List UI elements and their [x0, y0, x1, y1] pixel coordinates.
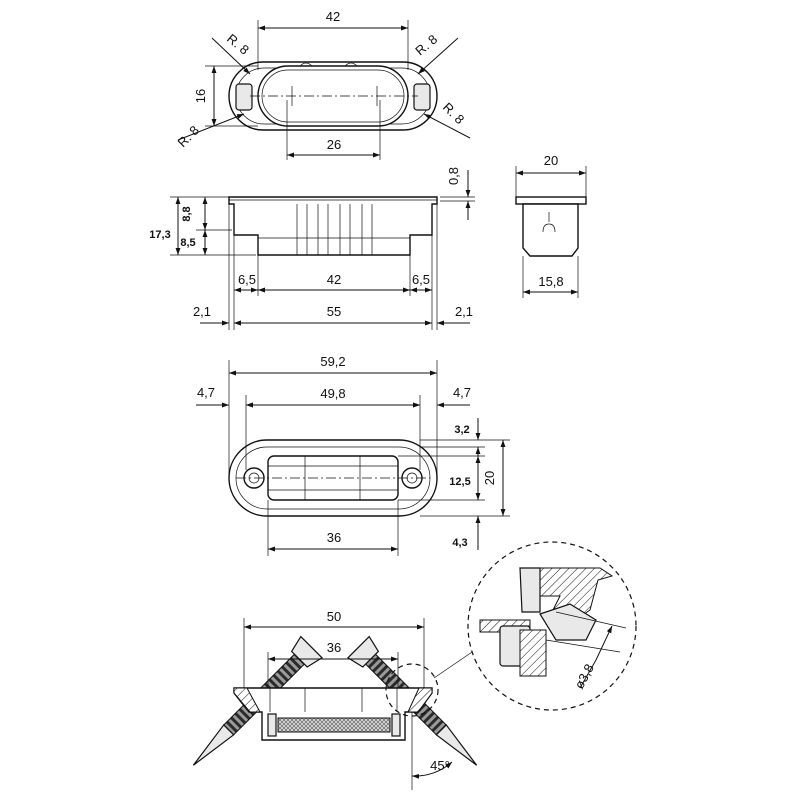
side-total-height-label: 17,3	[149, 229, 170, 241]
plate-left-label: 4,7	[197, 385, 215, 400]
plate-right-label: 4,7	[453, 385, 471, 400]
side-left-lip-label: 2,1	[193, 304, 211, 319]
side-right-flange-label: 6,5	[412, 272, 430, 287]
side-overall-label: 55	[327, 304, 341, 319]
radius-label-bottom-left: R. 8	[175, 123, 202, 150]
side-lower-label: 8,5	[180, 237, 195, 249]
front-elevation: 17,3 8,8 8,5 0,8 6,5 42 6,5 2,1 55 2,1	[149, 167, 475, 330]
side-body-label: 42	[327, 272, 341, 287]
top-inner-label: 26	[327, 137, 341, 152]
detail-view: ø3,8	[467, 541, 637, 711]
end-view-flange	[515, 196, 587, 205]
installation-section: 50 36 45°	[192, 609, 479, 790]
strike-plate-view: 59,2 4,7 49,8 4,7 3,2 12,5 20 4,3 36	[196, 354, 510, 556]
plate-top-gap-label: 3,2	[454, 424, 469, 436]
magnet-insert	[277, 717, 391, 733]
screw-angle-label: 45°	[430, 758, 450, 773]
install-width-label: 50	[327, 609, 341, 624]
thickness-label: 0,8	[446, 167, 461, 185]
side-upper-label: 8,8	[181, 206, 193, 221]
side-left-flange-label: 6,5	[238, 272, 256, 287]
radius-label-top-right: R. 8	[412, 31, 440, 58]
install-inner-label: 36	[327, 640, 341, 655]
top-height-label: 16	[193, 89, 208, 103]
radius-label-bottom-right: R. 8	[440, 100, 467, 127]
top-view: 42 16 26 R. 8 R. 8 R. 8 R. 8	[175, 9, 471, 160]
plate-inner-label: 36	[327, 530, 341, 545]
side-right-lip-label: 2,1	[455, 304, 473, 319]
top-width-label: 42	[326, 9, 340, 24]
plate-height-label: 20	[482, 471, 497, 485]
end-inner-label: 15,8	[538, 274, 563, 289]
plate-overall-label: 59,2	[320, 354, 345, 369]
end-view-body	[522, 203, 579, 257]
plate-bottom-gap-label: 4,3	[452, 537, 467, 549]
plate-slot-label: 12,5	[449, 476, 470, 488]
plate-holes-label: 49,8	[320, 386, 345, 401]
end-view: 20 15,8	[515, 153, 587, 298]
front-elevation-outline	[228, 196, 438, 256]
end-width-label: 20	[544, 153, 558, 168]
